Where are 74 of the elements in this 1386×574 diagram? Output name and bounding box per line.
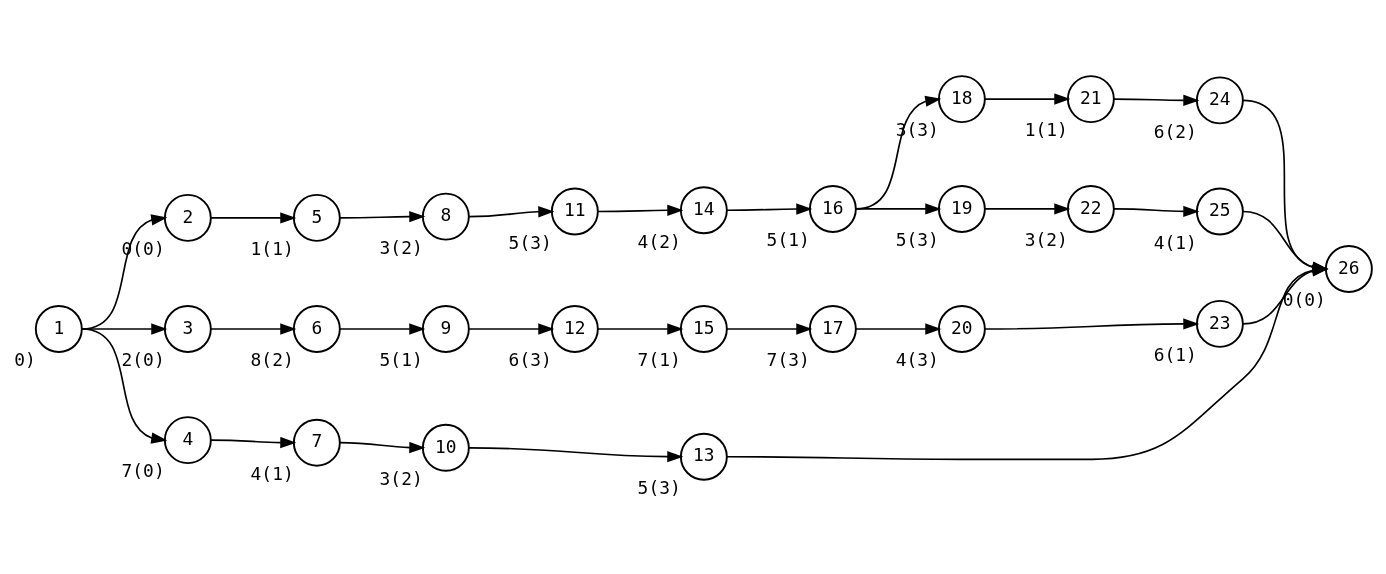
node-label: 5(3) — [508, 231, 552, 253]
node-label: 7(1) — [637, 348, 681, 370]
node-circle: 14 — [679, 185, 728, 234]
arrow — [984, 92, 1071, 105]
node-circle: 24 — [1195, 75, 1244, 124]
arrow — [210, 322, 297, 335]
arrow — [339, 210, 426, 222]
node-circle: 20 — [937, 304, 986, 353]
arrow — [210, 436, 297, 448]
arrow — [984, 202, 1071, 215]
arrow — [468, 446, 684, 462]
arrow — [1242, 264, 1329, 325]
arrow — [855, 95, 942, 210]
node-circle: 18 — [937, 74, 986, 123]
node-circle: 1 — [34, 304, 83, 353]
node-label: 3(2) — [1024, 228, 1068, 250]
arrow — [468, 322, 555, 335]
node-circle: 6 — [292, 304, 341, 353]
node-circle: 4 — [163, 415, 212, 464]
node-circle: 2 — [163, 193, 212, 242]
arrow — [210, 211, 297, 224]
node-circle: 10 — [421, 423, 470, 472]
node-label: 8(2) — [250, 348, 294, 370]
arrow — [855, 322, 942, 335]
node-circle: 17 — [808, 304, 857, 353]
node-label: 4(3) — [895, 348, 939, 370]
node-circle: 19 — [937, 184, 986, 233]
node-label: 7(3) — [766, 348, 810, 370]
node-circle: 21 — [1066, 74, 1115, 123]
node-circle: 23 — [1195, 299, 1244, 348]
arrow — [1113, 205, 1200, 217]
node-circle: 16 — [808, 184, 857, 233]
node-circle: 15 — [679, 304, 728, 353]
node-circle: 26 — [1324, 244, 1373, 293]
node-label: 1(1) — [1024, 118, 1068, 140]
node-label: 4(2) — [637, 230, 681, 252]
arrow — [726, 202, 813, 215]
node-circle: 9 — [421, 304, 470, 353]
arrow — [597, 204, 684, 216]
arrow — [726, 264, 1329, 460]
node-label: 1(1) — [250, 237, 294, 259]
node-circle: 25 — [1195, 187, 1244, 235]
node-label: 5(3) — [895, 228, 939, 250]
arrow — [1113, 94, 1200, 106]
arrow — [468, 205, 555, 217]
node-label: 5(3) — [637, 476, 681, 498]
node-circle: 22 — [1066, 184, 1115, 233]
node-circle: 12 — [550, 304, 599, 353]
arrow — [81, 327, 168, 444]
node-circle: 8 — [421, 192, 470, 241]
arrow — [339, 441, 426, 453]
node-label: 5(1) — [379, 348, 423, 370]
node-label: 3(2) — [379, 236, 423, 258]
arrow — [984, 317, 1200, 330]
node-label: 0(0) — [1282, 288, 1326, 310]
node-label: 4(1) — [250, 462, 294, 484]
node-label: 0) — [14, 348, 36, 370]
node-label: 2(0) — [121, 348, 165, 370]
node-label: 4(1) — [1153, 231, 1197, 253]
node-circle: 7 — [292, 418, 341, 467]
node-label: 3(2) — [379, 467, 423, 489]
node-label: 6(2) — [1153, 120, 1197, 142]
node-circle: 3 — [163, 304, 212, 353]
node-circle: 13 — [679, 432, 728, 481]
node-label: 7(0) — [121, 459, 165, 481]
node-label: 6(3) — [508, 348, 552, 370]
arrow — [597, 322, 684, 335]
node-label: 5(1) — [766, 228, 810, 250]
arrow — [726, 322, 813, 335]
node-label: 6(1) — [1153, 343, 1197, 365]
node-circle: 11 — [550, 187, 599, 235]
node-circle: 5 — [292, 193, 341, 242]
arrow — [855, 202, 942, 215]
arrow — [339, 322, 426, 335]
